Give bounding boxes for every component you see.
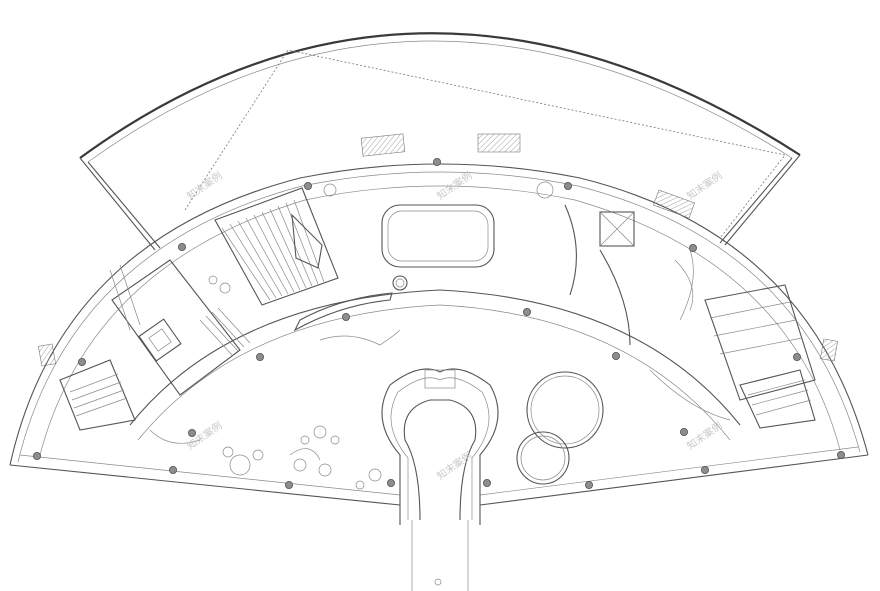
inner-arc xyxy=(129,289,741,441)
svg-text:知末案例: 知末案例 xyxy=(434,449,474,483)
upper-terrace xyxy=(79,32,801,251)
furniture xyxy=(208,181,694,490)
left-wing xyxy=(59,259,251,444)
svg-text:知末案例: 知末案例 xyxy=(684,419,724,453)
grand-staircase xyxy=(214,187,393,332)
structural-columns xyxy=(33,157,846,489)
svg-text:知末案例: 知末案例 xyxy=(684,169,724,203)
svg-text:知末案例: 知末案例 xyxy=(184,169,224,203)
outer-facade xyxy=(9,163,869,466)
central-skylight xyxy=(381,204,495,268)
right-wing xyxy=(564,204,816,429)
bottom-facade xyxy=(9,446,869,506)
hatched-vents xyxy=(38,133,838,367)
entrance-ramp xyxy=(381,368,499,591)
courtyard-circles xyxy=(516,371,604,485)
floor-medallion xyxy=(392,275,408,291)
